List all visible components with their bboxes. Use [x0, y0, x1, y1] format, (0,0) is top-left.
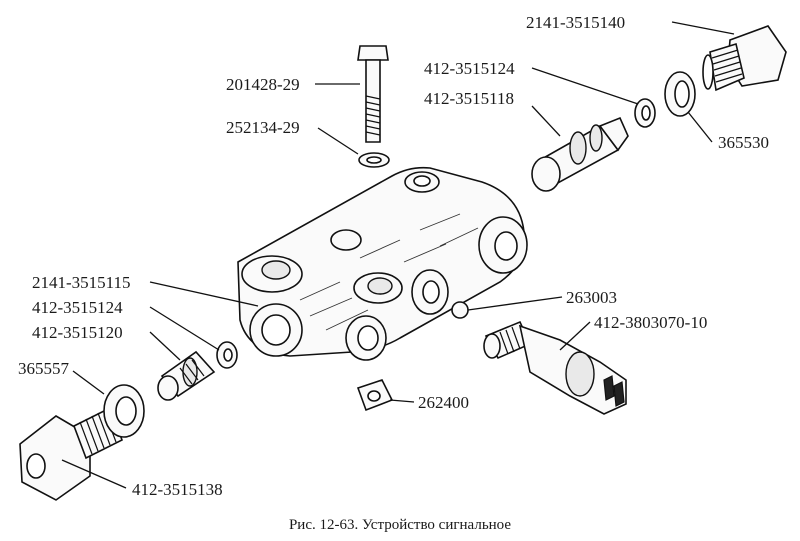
left-gasket	[103, 384, 145, 438]
label-top-small-washer: 412-3515124	[424, 59, 515, 78]
top-small-washer	[634, 98, 656, 128]
bolt	[357, 45, 389, 143]
figure-caption: Рис. 12-63. Устройство сигнальное	[288, 517, 512, 533]
label-top-piston: 412-3515118	[424, 89, 515, 108]
label-top-fitting: 2141-3515140	[526, 13, 626, 32]
leader-lines	[61, 21, 735, 489]
label-bolt: 201428-29	[226, 75, 300, 94]
label-left-small-washer: 412-3515124	[32, 298, 123, 317]
main-housing	[237, 166, 528, 361]
label-spring-washer: 252134-29	[226, 118, 300, 137]
top-gasket	[664, 71, 696, 117]
signal-switch	[483, 320, 627, 415]
label-left-fitting-body: 2141-3515115	[32, 273, 131, 292]
top-fitting	[702, 25, 787, 92]
spring-washer	[358, 152, 390, 168]
label-nut-insert: 262400	[418, 393, 469, 412]
label-left-gasket: 365557	[18, 359, 69, 378]
left-small-washer	[216, 341, 238, 369]
label-ball: 263003	[566, 288, 617, 307]
label-left-fitting: 412-3515138	[132, 480, 223, 499]
label-switch: 412-3803070-10	[594, 313, 708, 332]
label-left-piston: 412-3515120	[32, 323, 123, 342]
ball	[451, 301, 469, 319]
nut-insert	[356, 379, 394, 412]
label-top-gasket: 365530	[718, 133, 769, 152]
left-piston	[157, 350, 216, 401]
top-piston	[531, 116, 629, 192]
